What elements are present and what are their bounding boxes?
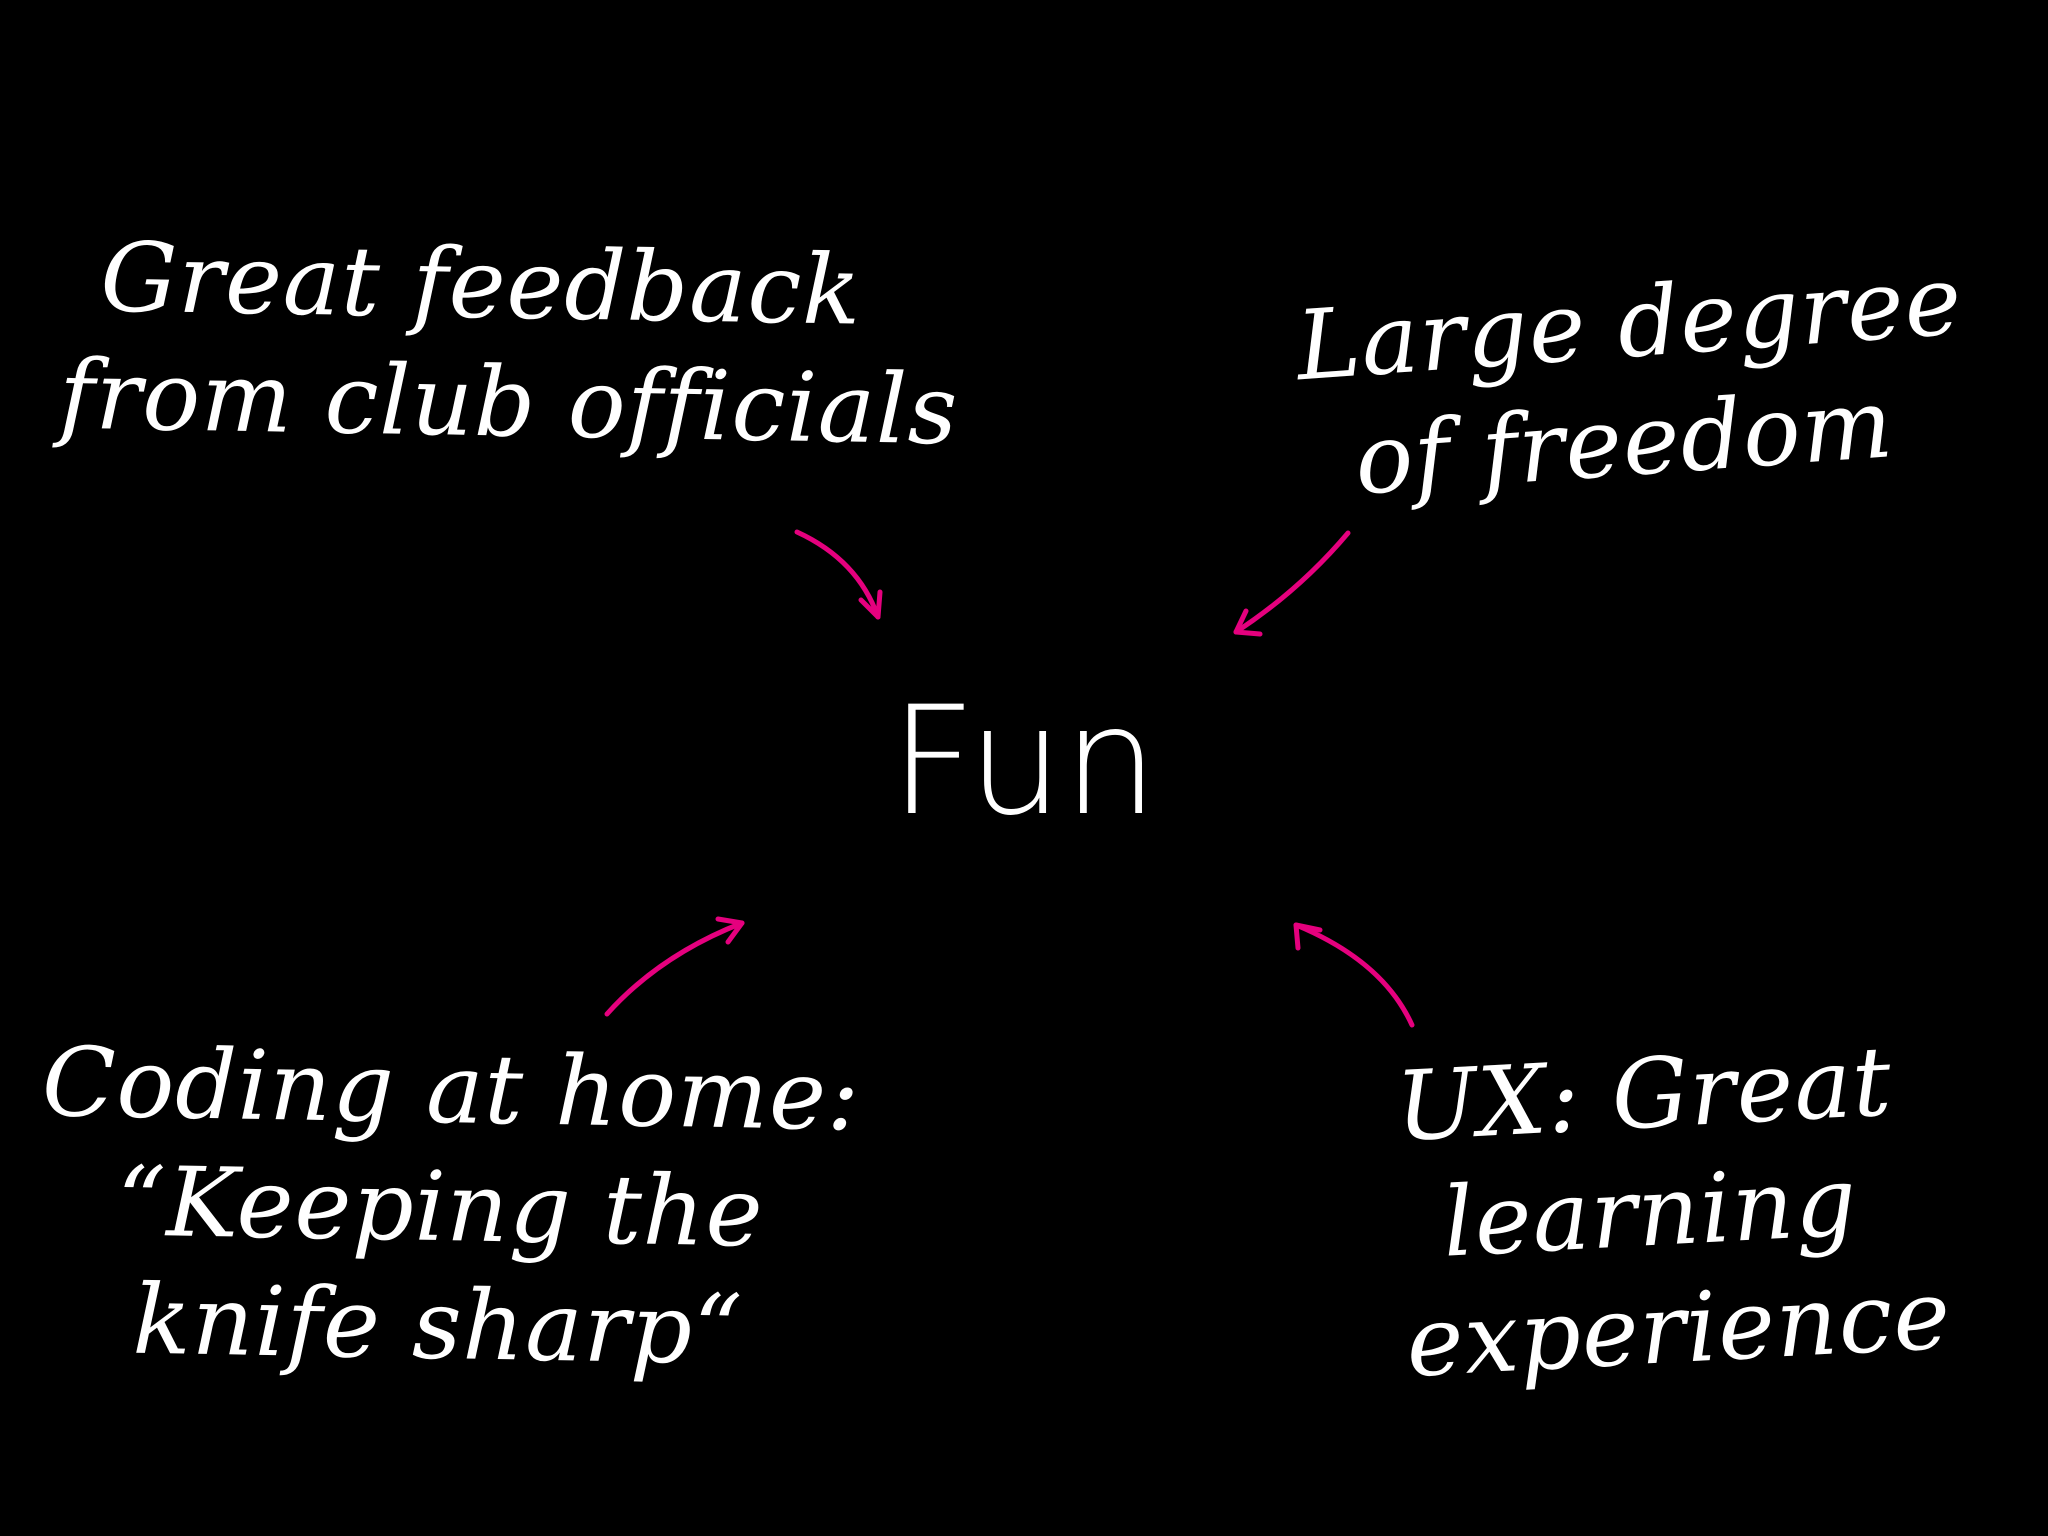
factor-line: from club officials [58, 338, 960, 467]
center-label: Fun [889, 675, 1159, 849]
factor-top-right: Large degree of freedom [1293, 243, 1966, 523]
factor-bottom-left: Coding at home: “Keeping the knife sharp… [37, 1023, 862, 1391]
arrow-top-left [794, 529, 883, 620]
arrow-bottom-left [604, 916, 745, 1017]
arrow-bottom-right [1293, 922, 1415, 1028]
factor-line: knife sharp“ [131, 1263, 745, 1387]
factor-line: Coding at home: [41, 1026, 862, 1153]
factor-line: “Keeping the [115, 1145, 765, 1269]
factor-bottom-right: UX: Great learning experience [1391, 1022, 1954, 1402]
factor-line: Great feedback [99, 221, 863, 347]
factor-top-left: Great feedback from club officials [58, 218, 960, 469]
arrow-top-right [1233, 530, 1351, 637]
